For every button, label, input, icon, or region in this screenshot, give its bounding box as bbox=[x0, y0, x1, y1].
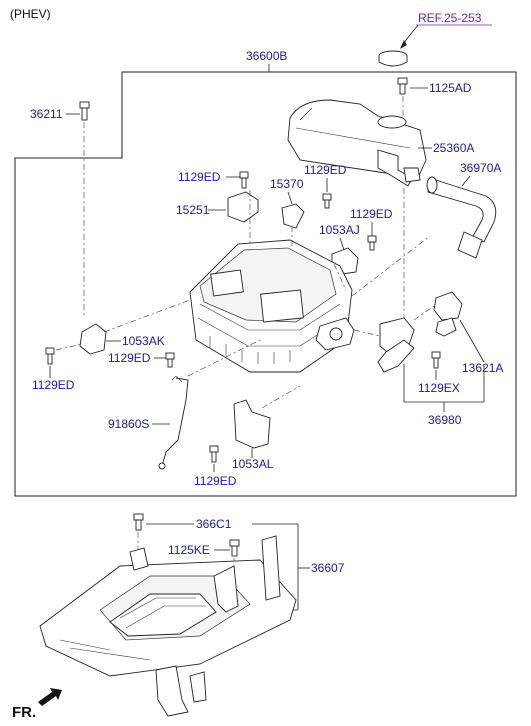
part-1129ED-top-label: 1129ED bbox=[178, 170, 221, 184]
inverter-unit bbox=[189, 239, 355, 373]
part-13621A-leader bbox=[459, 319, 485, 363]
part-1129ED-bottom-label: 1129ED bbox=[194, 474, 237, 488]
bolt-icon bbox=[397, 77, 408, 95]
part-91860S-label: 91860S bbox=[108, 417, 149, 431]
part-366C1-label: 366C1 bbox=[196, 517, 232, 531]
reservoir-cap-icon bbox=[378, 50, 408, 67]
dash-guide-8 bbox=[261, 385, 301, 409]
bolt-icon bbox=[79, 101, 90, 121]
bracket-1053AK bbox=[79, 323, 107, 355]
bolt-icon bbox=[45, 347, 55, 365]
dash-guide-4 bbox=[351, 235, 431, 297]
part-1129EX-label: 1129EX bbox=[418, 381, 460, 395]
bolt-icon bbox=[431, 351, 441, 369]
mounting-tray-36607 bbox=[39, 535, 297, 717]
part-1129ED-left-label: 1129ED bbox=[32, 378, 75, 392]
part-15370-label: 15370 bbox=[270, 177, 304, 191]
part-1129ED-right-label: 1129ED bbox=[350, 207, 393, 221]
bolt-icon bbox=[165, 352, 175, 368]
bolt-icon bbox=[133, 513, 144, 531]
assy-number: 36600B bbox=[246, 49, 287, 63]
part-1129ED-left2-label: 1129ED bbox=[108, 351, 151, 365]
part-1129ED-mid-label: 1129ED bbox=[304, 163, 347, 177]
part-36980-label: 36980 bbox=[428, 413, 462, 427]
bolt-icon bbox=[322, 193, 332, 209]
bolt-icon bbox=[367, 235, 377, 251]
bracket-15370 bbox=[281, 203, 305, 229]
part-1125AD-label: 1125AD bbox=[429, 81, 472, 95]
connector-13621A bbox=[433, 291, 463, 337]
part-36970A-leader bbox=[461, 175, 471, 187]
dash-1129ED-left bbox=[55, 343, 83, 351]
fr-arrow-icon bbox=[38, 688, 62, 706]
bolt-icon bbox=[209, 445, 219, 463]
part-15370-leader bbox=[287, 191, 293, 205]
dash-guide-5 bbox=[353, 329, 381, 337]
part-25360A-label: 25360A bbox=[433, 141, 474, 155]
front-marker: FR. bbox=[12, 704, 36, 721]
part-13621A-label: 13621A bbox=[462, 361, 503, 375]
part-1053AK-label: 1053AK bbox=[122, 334, 165, 348]
part-1053AJ-label: 1053AJ bbox=[319, 223, 360, 237]
coolant-reservoir bbox=[287, 99, 427, 187]
assembly-outline bbox=[14, 71, 517, 497]
coolant-hose-36970A bbox=[426, 176, 497, 259]
part-36211-label: 36211 bbox=[30, 107, 63, 121]
coolant-pipe-36980 bbox=[377, 317, 415, 373]
part-36607-label: 36607 bbox=[311, 561, 345, 575]
part-15251-label: 15251 bbox=[176, 203, 210, 217]
part-36970A-label: 36970A bbox=[460, 161, 501, 175]
dash-1053AK bbox=[103, 299, 191, 333]
dash-guide-6 bbox=[413, 305, 435, 321]
bracket-1053AL bbox=[233, 399, 271, 449]
part-1125KE-label: 1125KE bbox=[168, 543, 210, 557]
variant-label: (PHEV) bbox=[10, 7, 51, 21]
bracket-15251 bbox=[227, 191, 259, 223]
reference-arrowhead bbox=[400, 40, 407, 49]
cable-91860S bbox=[158, 375, 189, 470]
part-1053AL-label: 1053AL bbox=[232, 457, 274, 471]
bolt-icon bbox=[239, 171, 249, 189]
bolt-icon bbox=[229, 539, 240, 557]
reference-link[interactable]: REF.25-253 bbox=[418, 11, 482, 25]
dash-guide-3 bbox=[333, 263, 347, 291]
part-1053AJ-leader bbox=[339, 237, 345, 251]
